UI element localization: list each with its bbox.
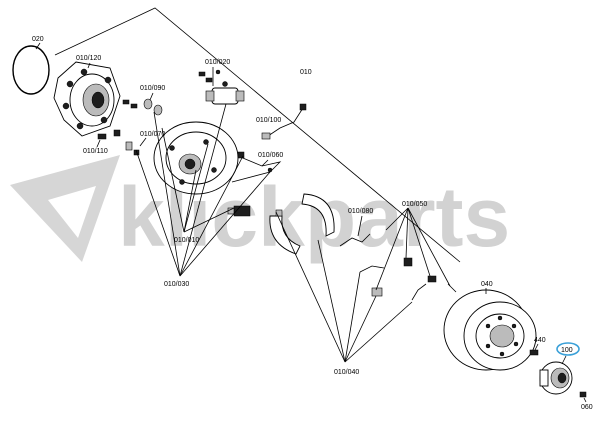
label-010-080: 010/080 xyxy=(348,208,373,215)
label-010-040: 010/040 xyxy=(334,369,359,376)
bolt-010-110[interactable] xyxy=(97,133,107,140)
label-010-110: 010/110 xyxy=(83,148,108,155)
leader-010-080 xyxy=(357,215,363,237)
wear-sensor-010-100[interactable] xyxy=(261,103,307,140)
brake-shoe-right[interactable] xyxy=(301,193,335,237)
label-100: 100 xyxy=(561,347,573,354)
label-020: 020 xyxy=(32,36,44,43)
label-010-030: 010/030 xyxy=(164,281,189,288)
highlight-ring-100 xyxy=(556,342,580,356)
bolts-010-020[interactable] xyxy=(198,69,221,83)
leaders-010-040 xyxy=(275,211,413,363)
hub-flange-100[interactable] xyxy=(539,361,573,395)
leader-010-120 xyxy=(87,62,91,69)
leaders-010-030 xyxy=(135,103,271,277)
label-010-020: 010/020 xyxy=(205,59,230,66)
label-010: 010 xyxy=(300,69,312,76)
leader-010-060 xyxy=(261,159,269,167)
label-010-050: 010/050 xyxy=(402,201,427,208)
springs-pins-010-050[interactable] xyxy=(359,257,457,301)
return-spring-010-080[interactable] xyxy=(339,233,371,247)
leader-440 xyxy=(534,343,539,351)
label-010-120: 010/120 xyxy=(76,55,101,62)
screw-060[interactable] xyxy=(579,391,587,398)
pin-440[interactable] xyxy=(529,349,539,356)
leaders-010-050 xyxy=(375,207,451,291)
leader-010-110 xyxy=(96,139,101,148)
label-040: 040 xyxy=(481,281,493,288)
o-ring-020[interactable] xyxy=(12,45,50,95)
adjuster-block[interactable] xyxy=(227,205,251,217)
backing-plate[interactable] xyxy=(153,121,239,195)
bolts-010-070[interactable] xyxy=(113,129,140,156)
watermark: klickparts xyxy=(10,155,510,264)
leaders-010-010 xyxy=(161,127,235,233)
label-010-060: 010/060 xyxy=(258,152,283,159)
leader-010-090 xyxy=(149,92,154,101)
wheel-hub-010-120[interactable] xyxy=(53,61,121,137)
brake-shoe-left[interactable] xyxy=(269,209,301,255)
label-440: 440 xyxy=(534,337,546,344)
screws-010-090[interactable] xyxy=(122,98,163,116)
label-010-100: 010/100 xyxy=(256,117,281,124)
brake-drum-040[interactable] xyxy=(443,289,537,371)
watermark-logo-cutout xyxy=(48,186,96,238)
label-010-070: 010/070 xyxy=(140,131,165,138)
label-010-010: 010/010 xyxy=(174,237,199,244)
label-060: 060 xyxy=(581,404,593,411)
leader-010-070 xyxy=(139,137,147,147)
label-010-090: 010/090 xyxy=(140,85,165,92)
leader-010-bracket xyxy=(54,7,461,263)
leader-060 xyxy=(583,397,587,403)
wheel-cylinder-010-020[interactable] xyxy=(205,81,245,105)
leader-100 xyxy=(561,355,567,365)
leader-020 xyxy=(35,42,41,50)
